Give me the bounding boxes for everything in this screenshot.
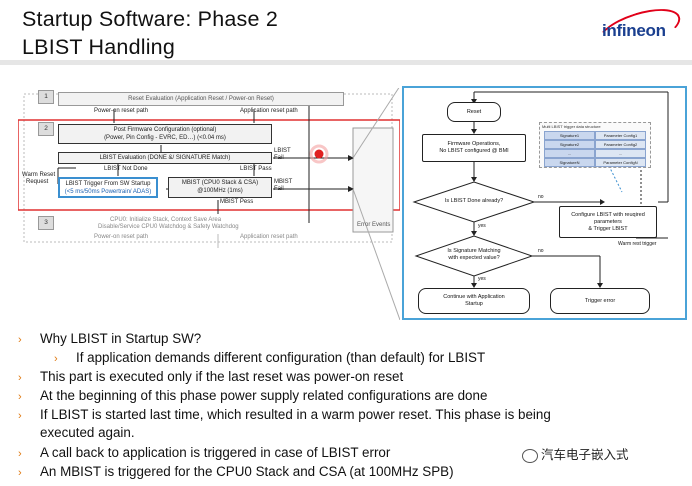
title-divider: [0, 60, 692, 65]
cpu0-init-line-2: Disable/Service CPU0 Watchdog & Safety W…: [98, 224, 239, 230]
watermark-text: 汽车电子嵌入式: [541, 448, 629, 462]
warm-reset-trigger-label: Warm rest trigger: [618, 241, 657, 247]
power-on-path-label: Power-on reset path: [94, 108, 149, 114]
lbist-trigger-line-2: (<5 ms/50ms Powertrain/ ADAS): [64, 188, 152, 195]
continue-startup-node: Continue with Application Startup: [418, 288, 530, 314]
step-number-3: 3: [38, 216, 54, 230]
sig-match-line-1: Is Signature Matching: [447, 248, 501, 254]
bullet-continuation: executed again.: [40, 425, 135, 440]
fw-ops-line-1: Firmware Operations,: [447, 141, 501, 147]
trigger-error-node: Trigger error: [550, 288, 650, 314]
mbist-box: MBIST (CPU0 Stack & CSA) @100MHz (1ms): [168, 177, 272, 198]
bullet-item: This part is executed only if the last r…: [40, 369, 404, 384]
bullet-marker: ›: [18, 410, 22, 422]
lbist-evaluation-box: LBIST Evaluation (DONE &/ SIGNATURE Matc…: [58, 152, 272, 164]
bullet-marker: ›: [18, 448, 22, 460]
reset-evaluation-box: Reset Evaluation (Application Reset / Po…: [58, 92, 344, 106]
step-number-1: 1: [38, 90, 54, 104]
configure-lbist-node: Configure LBIST with reuqired parameters…: [559, 206, 657, 238]
cpu0-init-line-1: CPU0: Initialize Stack, Context Save Are…: [110, 217, 222, 223]
lbist-not-done-label: LBIST Not Done: [104, 166, 148, 172]
bullet-marker: ›: [18, 467, 22, 479]
parameter-config-cell: Parameter ConfigN: [595, 158, 646, 167]
warm-reset-label-2: Request: [26, 179, 49, 185]
wechat-icon: [522, 448, 538, 463]
bullet-item: An MBIST is triggered for the CPU0 Stack…: [40, 464, 454, 479]
signature-cell: ...: [544, 149, 595, 158]
no-label-1: no: [538, 194, 544, 200]
configure-line-3: & Trigger LBIST: [588, 225, 628, 232]
post-fw-line-2: (Power, Pin Config - EVRC, ED…) (<0.04 m…: [104, 134, 226, 141]
configure-line-1: Configure LBIST with reuqired: [571, 211, 645, 218]
firmware-operations-node: Firmware Operations, No LBIST configured…: [422, 134, 526, 162]
multi-lbist-table: Multi LBIST trigger data structure Signa…: [539, 122, 651, 168]
sub-bullet-item: If application demands different configu…: [76, 350, 486, 365]
lbist-fail-label-2: Fail: [274, 155, 284, 161]
bullet-item: If LBIST is started last time, which res…: [40, 407, 551, 422]
title-line-2: LBIST Handling: [22, 35, 175, 59]
signature-cell: Signature1: [544, 131, 595, 140]
table-row: ......: [544, 149, 646, 158]
signature-cell: SignatureN: [544, 158, 595, 167]
app-reset-path-label-2: Application reset path: [240, 234, 298, 240]
step-number-2: 2: [38, 122, 54, 136]
reset-node: Reset: [447, 102, 501, 122]
configure-line-2: parameters: [594, 218, 622, 225]
lbist-done-decision: Is LBIST Done already?: [444, 198, 504, 204]
startup-phase-diagram: 1 Reset Evaluation (Application Reset / …: [18, 88, 400, 320]
lbist-flowchart: Reset Firmware Operations, No LBIST conf…: [402, 86, 687, 320]
sig-match-line-2: with expected value?: [448, 255, 500, 261]
continue-line-2: Startup: [465, 301, 483, 307]
yes-label-2: yes: [478, 276, 486, 282]
title-line-1: Startup Software: Phase 2: [22, 7, 278, 31]
lbist-trigger-box: LBIST Trigger From SW Startup (<5 ms/50m…: [58, 177, 158, 198]
signature-cell: Signature2: [544, 140, 595, 149]
post-firmware-config-box: Post Firmware Configuration (optional) (…: [58, 124, 272, 144]
power-on-path-label-2: Power-on reset path: [94, 234, 149, 240]
mbist-fail-label-2: Fail: [274, 186, 284, 192]
yes-label-1: yes: [478, 223, 486, 229]
bullet-marker: ›: [18, 372, 22, 384]
signature-match-decision: Is Signature Matching with expected valu…: [434, 248, 514, 262]
mbist-line-2: @100MHz (1ms): [197, 187, 243, 194]
continue-line-1: Continue with Application: [443, 294, 505, 300]
fw-ops-line-2: No LBIST configured @ BMI: [439, 148, 509, 154]
infineon-logo: infineon: [592, 0, 686, 60]
multi-lbist-title: Multi LBIST trigger data structure: [542, 124, 601, 129]
post-fw-line-1: Post Firmware Configuration (optional): [113, 127, 217, 133]
bullet-marker: ›: [18, 391, 22, 403]
parameter-config-cell: ...: [595, 149, 646, 158]
sub-bullet-marker: ›: [54, 353, 58, 365]
lbist-pass-label: LBIST Pass: [240, 166, 272, 172]
bullet-item: At the beginning of this phase power sup…: [40, 388, 488, 403]
mbist-line-1: MBIST (CPU0 Stack & CSA): [181, 180, 259, 186]
watermark: 汽车电子嵌入式: [522, 444, 629, 463]
lbist-trigger-line-1: LBIST Trigger From SW Startup: [65, 181, 151, 187]
diagram-lines: [18, 88, 400, 320]
no-label-2: no: [538, 248, 544, 254]
mbist-fail-label-1: MBIST: [274, 179, 293, 185]
logo-text: infineon: [602, 21, 666, 40]
bullet-item: Why LBIST in Startup SW?: [40, 331, 202, 346]
error-events-label: Error Events: [357, 222, 391, 228]
parameter-config-cell: Parameter Config1: [595, 131, 646, 140]
parameter-config-cell: Parameter Config2: [595, 140, 646, 149]
warm-reset-label-1: Warm Reset: [22, 172, 56, 178]
bullet-marker: ›: [18, 334, 22, 346]
slide-title: Startup Software: Phase 2 LBIST Handling: [22, 5, 542, 61]
bullet-item: A call back to application is triggered …: [40, 445, 391, 460]
flowchart-lines: [412, 91, 669, 288]
lbist-fail-label-1: LBIST: [274, 148, 291, 154]
app-reset-path-label: Application reset path: [240, 108, 298, 114]
mbist-pess-label: MBIST Pess: [220, 199, 254, 205]
